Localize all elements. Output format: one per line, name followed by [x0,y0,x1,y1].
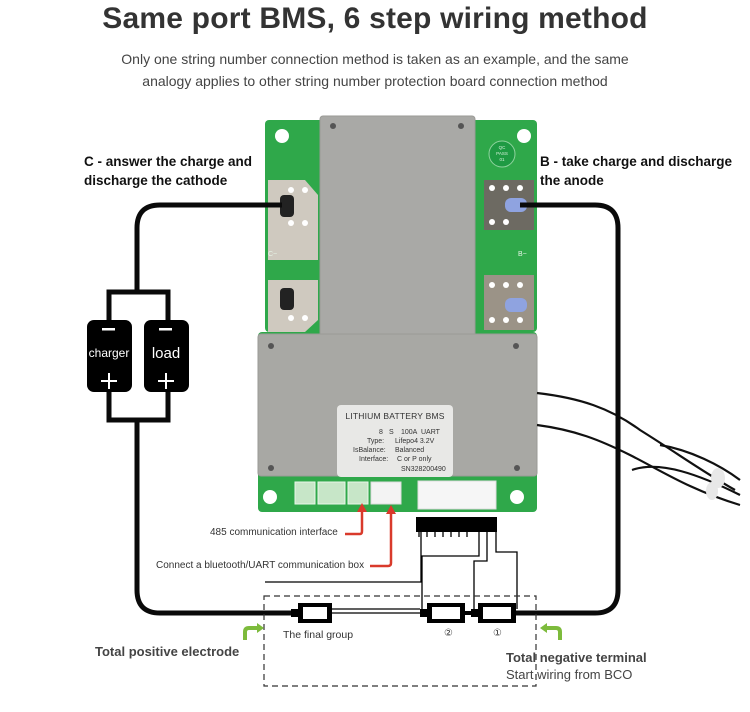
load-minus-icon [159,328,172,331]
b-terminal-label: B - take charge and discharge the anode [540,152,732,190]
cell-2 [420,603,465,623]
c-minus-label: C− [268,251,277,258]
cell-1 [471,603,516,623]
b-cable-lug-2 [505,298,527,312]
b-minus-label: B− [518,251,527,258]
qc-text: 01 [499,157,505,162]
sticker-serial: SN328200490 [401,466,446,473]
screw-icon [513,343,519,349]
charger-minus-icon [102,328,115,331]
cell-final-group [291,603,332,623]
connector-strip [294,480,497,510]
subtitle-line-1: Only one string number connection method… [121,51,629,67]
battery-pack-boundary [263,595,537,687]
arrow-head-icon [357,503,367,512]
b-terminal-line-2: the anode [540,173,604,188]
b-terminal-line-1: B - take charge and discharge [540,154,733,169]
c-cable-lug-2 [280,288,294,310]
screw-icon [268,343,274,349]
charger-plus-icon [101,373,117,389]
sticker-interface-value: C or P only [397,456,432,463]
start-wiring-label: Start wiring from BCO [506,667,633,682]
balance-connector [417,480,497,510]
sticker-series-unit: S [389,429,394,436]
sticker-type-label: Type: [367,438,385,445]
c-cable-lug [280,195,294,217]
sticker-balance-label: IsBalance: [353,447,386,454]
green-arrow-positive [243,626,258,640]
page-title: Same port BMS, 6 step wiring method [102,2,648,35]
total-positive-label: Total positive electrode [95,644,240,659]
c-terminal-line-2: discharge the cathode [84,173,228,188]
c-terminal-line-1: C - answer the charge and [84,154,253,169]
screw-icon [458,123,464,129]
load-label: load [152,345,180,362]
screw-icon [268,465,274,471]
screw-icon [514,465,520,471]
arrow-head-icon [386,505,396,514]
page-subtitle: Only one string number connection method… [0,48,750,92]
b-cable-lug [505,198,527,212]
qc-text: PASS [496,151,508,156]
sticker-balance-value: Balanced [395,447,425,454]
comm-bluetooth-label: Connect a bluetooth/UART communication b… [156,560,365,571]
main-power-wire [134,202,621,616]
parallel-bracket [106,289,171,423]
sticker-current: 100A [401,429,418,436]
temperature-sensor-wires [536,391,741,507]
bms-label-sticker: LITHIUM BATTERY BMS 8 S 100A UART Type: … [337,405,453,477]
c-terminal-label: C - answer the charge and discharge the … [84,152,252,190]
final-group-label: The final group [283,629,354,641]
total-negative-label: Total negative terminal [506,650,647,665]
cable-tie [706,482,718,500]
sticker-type-value: Lifepo4 3.2V [395,438,435,445]
mount-hole [275,129,289,143]
charger-label: charger [89,346,130,360]
qc-text: QC [499,145,507,150]
heat-shield-upper [319,115,476,342]
mount-hole [263,490,277,504]
load-device [144,320,189,392]
arrow-head-icon [257,623,264,633]
subtitle-line-2: analogy applies to other string number p… [142,73,608,89]
balance-plug [416,517,497,532]
mount-hole [517,129,531,143]
arrow-head-icon [540,623,547,633]
load-plus-icon [158,373,174,389]
cell-1-label: ① [493,628,502,639]
sticker-comm: UART [421,429,440,436]
charger-device [87,320,132,392]
sticker-title: LITHIUM BATTERY BMS [345,411,445,421]
qc-pass-badge [488,140,516,168]
sticker-series: 8 [379,429,383,436]
red-arrow-485 [345,510,364,536]
screw-icon [330,123,336,129]
comm-485-label: 485 communication interface [210,527,338,538]
pad-holes [288,185,523,323]
sticker-interface-label: Interface: [359,456,389,463]
green-arrow-negative [546,626,562,640]
uart-connector [370,481,402,505]
mount-hole [510,490,524,504]
balance-leads [265,532,518,610]
cell-2-label: ② [444,628,453,639]
red-arrow-uart [370,512,393,568]
